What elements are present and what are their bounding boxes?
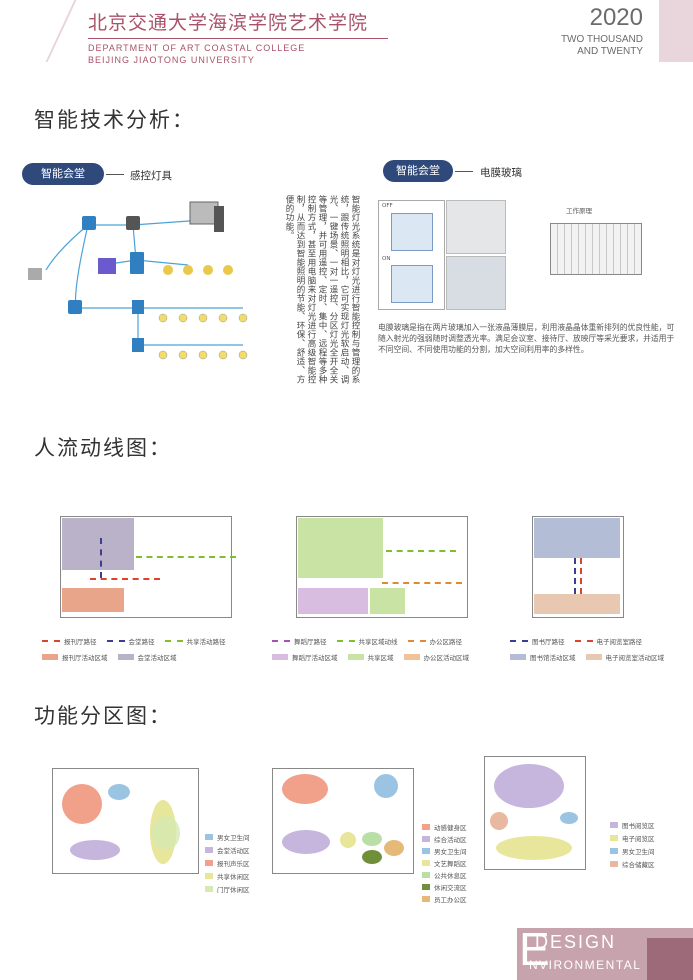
zone-legend-2-item-5: 休闲交流区 <box>422 882 467 892</box>
flow-legend-1-item-1: 会堂路径 <box>106 636 155 646</box>
glass-off-label: OFF <box>382 203 393 209</box>
glass-photo-off <box>446 200 506 254</box>
flow-legend-3-item-3: 电子阅览室活动区域 <box>585 652 664 662</box>
footer-band-dark <box>647 938 693 980</box>
flow-legend-3-item-0: 图书厅路径 <box>510 636 565 646</box>
glass-photo-on <box>446 256 506 310</box>
zone-legend-3: 图书阅览区 电子阅览区 男女卫生间 综合储藏区 <box>610 820 655 869</box>
glass-schematic: OFF ON <box>378 200 445 310</box>
zone-legend-2-item-6: 员工办公区 <box>422 894 467 904</box>
school-title-cn: 北京交通大学海滨学院艺术学院 <box>88 12 369 34</box>
flow-legend-1: 报刊厅路径 会堂路径 共享活动路径 报刊厅活动区域 会堂活动区域 <box>42 636 252 662</box>
flow-legend-2-item-1: 共享区域动线 <box>336 636 398 646</box>
zone-legend-2-item-1: 综合活动区 <box>422 834 467 844</box>
tech-left-label: 感控灯具 <box>130 170 172 182</box>
working-principle-title: 工作原理 <box>566 207 592 215</box>
relay-icon <box>132 300 144 314</box>
glass-working-principle: 工作原理 <box>508 205 658 305</box>
zone-legend-2-item-4: 公共休息区 <box>422 870 467 880</box>
section-title-tech: 智能技术分析： <box>34 108 195 132</box>
footer-environmental: NVIRONMENTAL <box>529 958 642 972</box>
zone-legend-3-item-3: 综合储藏区 <box>610 859 655 869</box>
zone-legend-2-item-0: 动感健身区 <box>422 822 467 832</box>
flow-legend-2-item-4: 共享区域 <box>347 652 394 662</box>
glass-on-label: ON <box>382 256 391 262</box>
zone-legend-2: 动感健身区 综合活动区 男女卫生间 文艺舞蹈区 公共休息区 休闲交流区 员工办公… <box>422 822 467 904</box>
flow-plan-3 <box>520 508 640 626</box>
zone-legend-2-item-2: 男女卫生间 <box>422 846 467 856</box>
zone-legend-1-item-2: 报刊声乐区 <box>205 858 250 868</box>
zone-legend-1: 男女卫生间 会堂活动区 报刊声乐区 共享休闲区 门厅休闲区 <box>205 832 250 894</box>
tech-left-connector <box>106 174 124 175</box>
relay-icon-2 <box>132 338 144 352</box>
zone-legend-2-item-3: 文艺舞蹈区 <box>422 858 467 868</box>
smart-lighting-network-diagram <box>28 201 248 360</box>
phone-icon <box>28 268 42 280</box>
year: 2020 <box>589 4 643 31</box>
tech-right-label: 电膜玻璃 <box>480 167 522 179</box>
flow-legend-2-item-2: 办公区路径 <box>407 636 462 646</box>
zone-legend-3-item-1: 电子阅览区 <box>610 833 655 843</box>
footer-e-letter: E <box>519 923 550 975</box>
zone-legend-1-item-4: 门厅休闲区 <box>205 884 250 894</box>
flow-legend-3-item-1: 电子阅览室路径 <box>574 636 642 646</box>
header-divider <box>88 38 388 39</box>
computer-icon <box>189 201 219 225</box>
flow-legend-3-item-2: 图书馆活动区域 <box>510 652 576 662</box>
footer-design: DESIGN <box>535 932 617 952</box>
flow-legend-2-item-3: 舞蹈厅活动区域 <box>272 652 338 662</box>
flow-legend-2: 舞蹈厅路径 共享区域动线 办公区路径 舞蹈厅活动区域 共享区域 办公区活动区域 <box>272 636 482 662</box>
tech-right-pill: 智能会堂 <box>383 160 453 182</box>
zone-legend-1-item-1: 会堂活动区 <box>205 845 250 855</box>
server-icon <box>214 206 224 232</box>
switch-icon <box>126 216 140 230</box>
flow-legend-2-item-5: 办公区活动区域 <box>403 652 469 662</box>
flow-plan-2 <box>286 508 476 626</box>
dept-title-en: DEPARTMENT OF ART COASTAL COLLEGE <box>88 43 306 53</box>
controller-icon <box>130 252 144 274</box>
section-title-zone: 功能分区图： <box>34 704 172 728</box>
flow-legend-2-item-0: 舞蹈厅路径 <box>272 636 327 646</box>
zone-plan-2 <box>262 760 422 880</box>
gateway-icon <box>68 300 82 314</box>
glass-description: 电膜玻璃是指在两片玻璃加入一张液晶薄膜层，利用液晶晶体重新排列的优良性能，可随入… <box>378 323 675 354</box>
smart-lighting-description: 智能灯光系统是对灯光进行智能控制与管理的系统，跟传统照明相比，它可实现灯光软启动… <box>284 195 360 384</box>
flow-legend-1-item-2: 共享活动路径 <box>164 636 226 646</box>
tablet-icon <box>98 258 116 274</box>
header-slash-decoration <box>45 0 77 62</box>
header-pink-strip <box>659 0 693 62</box>
zone-legend-3-item-2: 男女卫生间 <box>610 846 655 856</box>
zone-plan-1 <box>40 760 205 880</box>
flow-plan-1 <box>50 508 240 626</box>
zone-plan-3 <box>470 748 600 873</box>
flow-legend-1-item-3: 报刊厅活动区域 <box>42 652 108 662</box>
zone-legend-1-item-3: 共享休闲区 <box>205 871 250 881</box>
tech-left-pill: 智能会堂 <box>22 163 104 185</box>
year-words-1: TWO THOUSAND <box>560 34 643 45</box>
zone-legend-3-item-0: 图书阅览区 <box>610 820 655 830</box>
section-title-flow: 人流动线图： <box>34 436 172 460</box>
tech-right-connector <box>455 171 473 172</box>
flow-legend-1-item-0: 报刊厅路径 <box>42 636 97 646</box>
flow-legend-1-item-4: 会堂活动区域 <box>117 652 177 662</box>
year-words-2: AND TWENTY <box>577 46 643 57</box>
zone-legend-1-item-0: 男女卫生间 <box>205 832 250 842</box>
univ-title-en: BEIJING JIAOTONG UNIVERSITY <box>88 55 255 65</box>
flow-legend-3: 图书厅路径 电子阅览室路径 图书馆活动区域 电子阅览室活动区域 <box>510 636 690 662</box>
router-icon <box>82 216 96 230</box>
